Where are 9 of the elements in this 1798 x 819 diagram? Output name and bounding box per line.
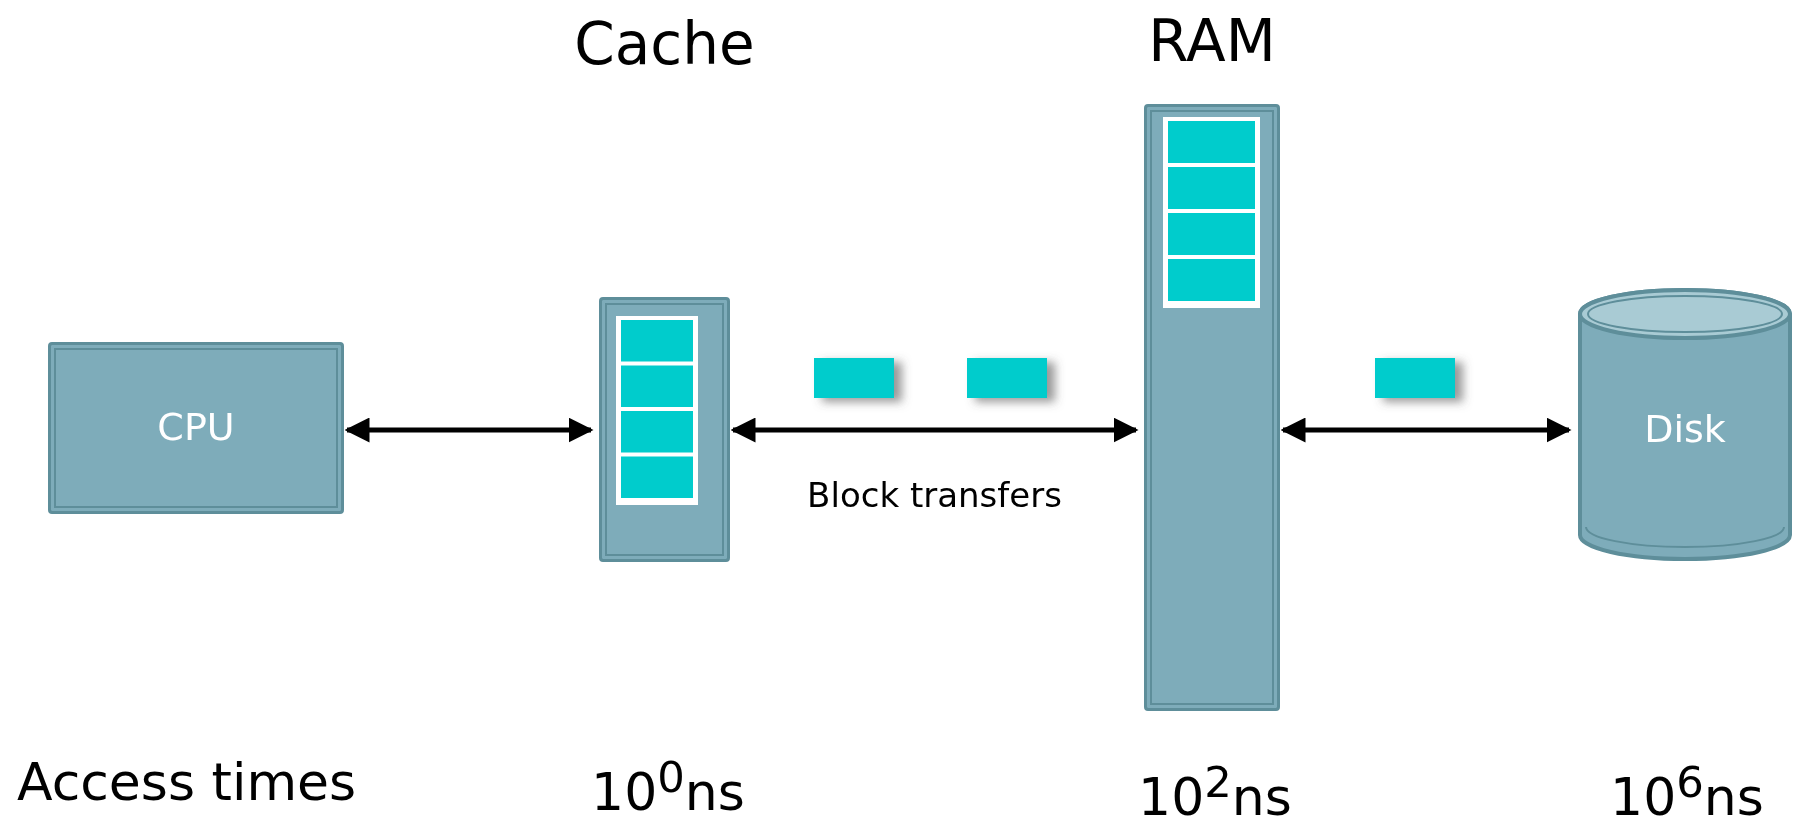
access-time-value: 10$^{2}$ns	[1138, 757, 1292, 819]
memory-heading: Cache	[574, 10, 755, 78]
row-label: Access times	[17, 752, 357, 812]
access-time-value: 10$^{6}$ns	[1610, 757, 1764, 819]
node-label: Disk	[1643, 406, 1727, 451]
access-time-value: 10$^{0}$ns	[591, 752, 745, 819]
memory-heading: RAM	[1148, 7, 1276, 75]
cpu-box	[48, 342, 344, 514]
node-label: CPU	[156, 405, 236, 449]
